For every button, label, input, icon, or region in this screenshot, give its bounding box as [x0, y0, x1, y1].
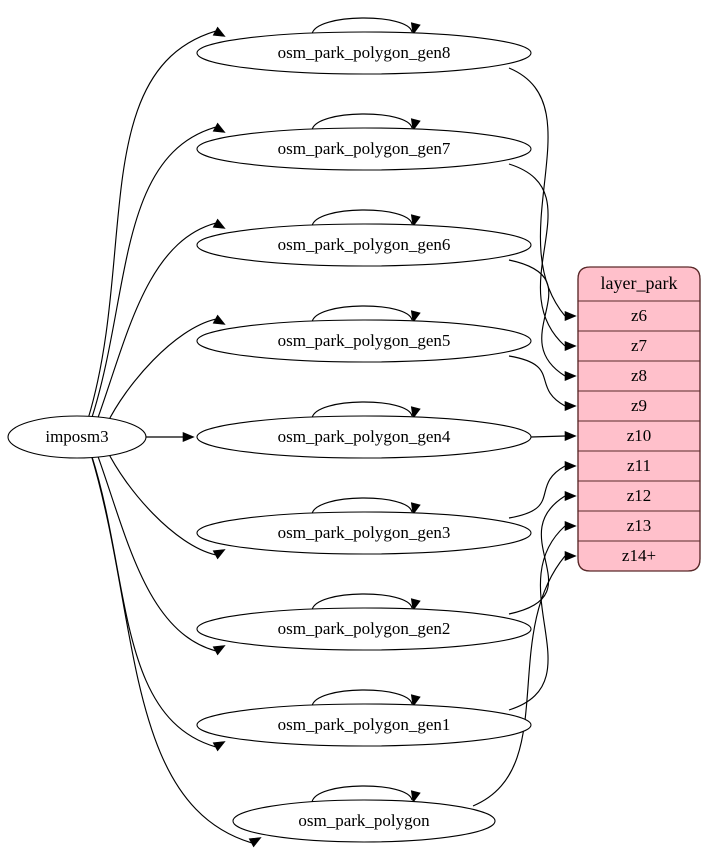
arrowhead-gen3-to-z11 [564, 460, 577, 472]
node-ellipse-gen5[interactable] [196, 319, 532, 363]
self-loop-edge-gen5 [311, 305, 413, 323]
table-row-label-z11: z11 [627, 456, 651, 475]
edge-imposm3-to-gen6 [96, 222, 216, 421]
self-loop-arrowhead-gen2 [410, 598, 421, 612]
edges-layer [87, 17, 577, 848]
node-ellipse-gen6[interactable] [196, 223, 532, 267]
edge-imposm3-to-gen7 [91, 126, 216, 419]
node-imposm3[interactable]: imposm3 [7, 415, 147, 459]
self-loop-arrowhead-gen7 [410, 118, 421, 132]
edge-gen1-to-z13 [508, 525, 566, 711]
arrowhead-imposm3-to-gen6 [212, 218, 226, 229]
self-loop-arrowhead-gen8 [410, 22, 421, 36]
node-base[interactable]: osm_park_polygon [232, 799, 496, 843]
arrowhead-imposm3-to-gen7 [212, 122, 226, 133]
node-label-gen5: osm_park_polygon_gen5 [278, 331, 451, 350]
node-gen6[interactable]: osm_park_polygon_gen6 [196, 223, 532, 267]
node-ellipse-gen4[interactable] [196, 415, 532, 459]
node-ellipse-imposm3[interactable] [7, 415, 147, 459]
edge-imposm3-to-gen1 [91, 455, 216, 748]
node-gen2[interactable]: osm_park_polygon_gen2 [196, 607, 532, 651]
self-loop-arrowhead-gen1 [410, 694, 421, 708]
arrowhead-gen7-to-z7 [564, 340, 577, 352]
edge-gen4-to-z10 [530, 435, 566, 438]
node-ellipse-base[interactable] [232, 799, 496, 843]
edge-gen7-to-z7 [508, 163, 566, 347]
arrowhead-gen2-to-z12 [564, 490, 577, 502]
arrowhead-imposm3-to-gen8 [212, 26, 226, 37]
self-loop-arrowhead-gen4 [410, 406, 421, 420]
self-loop-edge-gen8 [311, 17, 413, 35]
node-gen7[interactable]: osm_park_polygon_gen7 [196, 127, 532, 171]
table-outline [577, 266, 701, 572]
self-loop-edge-gen2 [311, 593, 413, 611]
edge-imposm3-to-base [90, 455, 252, 844]
arrowhead-imposm3-to-gen3 [212, 549, 226, 560]
node-label-gen2: osm_park_polygon_gen2 [278, 619, 451, 638]
arrowhead-base-to-z14plus [564, 550, 577, 562]
nodes-layer: osm_park_polygon_gen8 osm_park_polygon_ge… [7, 31, 532, 843]
arrowhead-imposm3-to-base [248, 837, 262, 848]
node-ellipse-gen2[interactable] [196, 607, 532, 651]
arrowhead-imposm3-to-gen2 [212, 645, 226, 656]
table-row-label-z10: z10 [627, 426, 652, 445]
layer-park-table: layer_park z6 z7 z8 z9 z10 z11 z12 z13 z14+ [577, 266, 701, 572]
table-header-label: layer_park [601, 273, 678, 293]
node-label-gen6: osm_park_polygon_gen6 [278, 235, 451, 254]
self-loop-edge-gen7 [311, 113, 413, 131]
arrowhead-gen5-to-z9 [564, 400, 577, 412]
edge-imposm3-to-gen5 [106, 318, 216, 425]
arrowhead-imposm3-to-gen4 [182, 431, 195, 443]
node-gen8[interactable]: osm_park_polygon_gen8 [196, 31, 532, 75]
node-ellipse-gen1[interactable] [196, 703, 532, 747]
edge-imposm3-to-gen8 [87, 30, 216, 419]
node-label-gen1: osm_park_polygon_gen1 [278, 715, 451, 734]
node-gen3[interactable]: osm_park_polygon_gen3 [196, 511, 532, 555]
node-ellipse-gen7[interactable] [196, 127, 532, 171]
node-ellipse-gen8[interactable] [196, 31, 532, 75]
self-loop-edge-gen4 [311, 401, 413, 419]
self-loop-arrowhead-gen5 [410, 310, 421, 324]
node-gen4[interactable]: osm_park_polygon_gen4 [196, 415, 532, 459]
arrowhead-imposm3-to-gen5 [212, 314, 226, 325]
node-label-gen7: osm_park_polygon_gen7 [278, 139, 451, 158]
node-ellipse-gen3[interactable] [196, 511, 532, 555]
self-loop-arrowhead-base [410, 790, 421, 804]
edge-gen6-to-z8 [508, 259, 566, 377]
self-loop-edge-gen1 [311, 689, 413, 707]
arrowhead-gen8-to-z6 [564, 310, 577, 322]
edge-gen3-to-z11 [508, 465, 566, 519]
table-row-label-z13: z13 [627, 516, 652, 535]
arrowhead-gen1-to-z13 [564, 520, 577, 532]
node-label-imposm3: imposm3 [45, 427, 108, 446]
node-label-gen8: osm_park_polygon_gen8 [278, 43, 451, 62]
edge-base-to-z14plus [472, 555, 566, 807]
self-loop-edge-base [311, 785, 413, 803]
table-row-label-z8: z8 [631, 366, 647, 385]
self-loop-arrowhead-gen3 [410, 502, 421, 516]
node-label-base: osm_park_polygon [298, 811, 430, 830]
node-gen1[interactable]: osm_park_polygon_gen1 [196, 703, 532, 747]
edge-gen8-to-z6 [508, 67, 566, 317]
table-row-label-z7: z7 [631, 336, 648, 355]
arrowhead-gen4-to-z10 [564, 430, 577, 442]
node-label-gen3: osm_park_polygon_gen3 [278, 523, 451, 542]
edge-gen5-to-z9 [508, 355, 566, 407]
edge-imposm3-to-gen3 [106, 449, 216, 556]
self-loop-arrowhead-gen6 [410, 214, 421, 228]
edge-gen2-to-z12 [508, 495, 566, 615]
arrowhead-imposm3-to-gen1 [212, 741, 226, 752]
node-label-gen4: osm_park_polygon_gen4 [278, 427, 451, 446]
edge-imposm3-to-gen2 [96, 453, 216, 652]
arrowhead-gen6-to-z8 [564, 370, 577, 382]
table-row-label-z14plus: z14+ [622, 546, 656, 565]
node-gen5[interactable]: osm_park_polygon_gen5 [196, 319, 532, 363]
table-row-label-z6: z6 [631, 306, 647, 325]
self-loop-edge-gen3 [311, 497, 413, 515]
table-row-label-z12: z12 [627, 486, 652, 505]
table-row-label-z9: z9 [631, 396, 647, 415]
self-loop-edge-gen6 [311, 209, 413, 227]
